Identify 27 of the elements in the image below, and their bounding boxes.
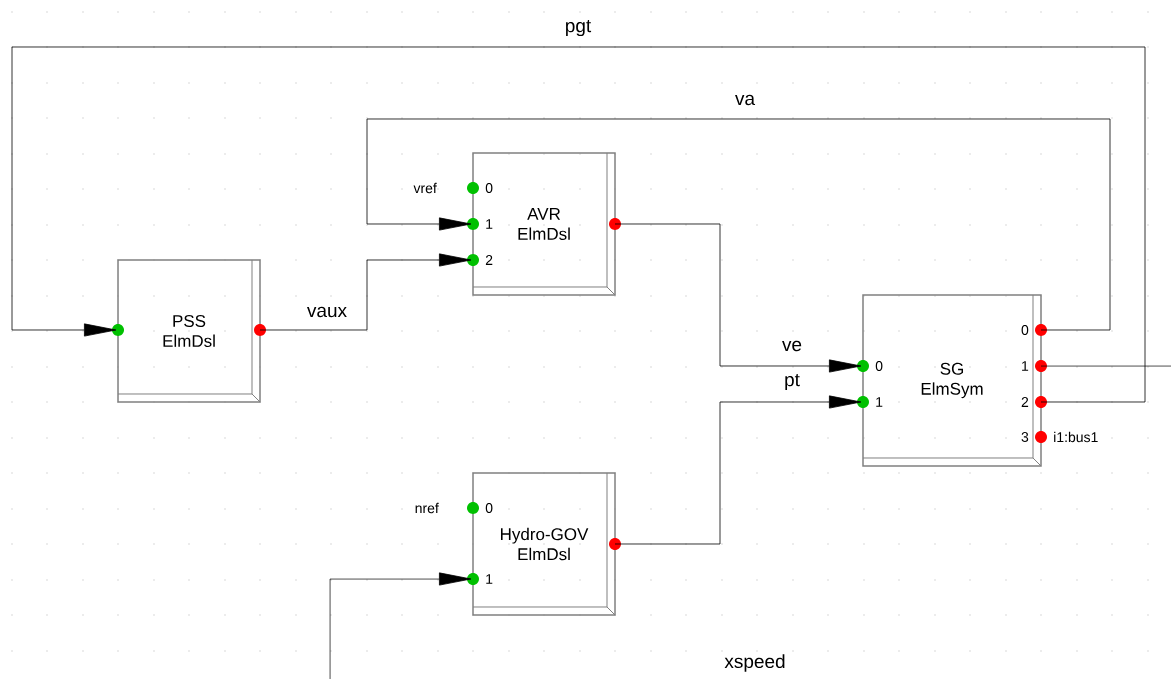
arrow — [614, 395, 862, 545]
port-label: 0 — [875, 361, 883, 371]
port-label: 0 — [485, 183, 493, 193]
edge-label: ve — [780, 339, 804, 353]
block-box: PSS ElmDsl — [112, 259, 266, 403]
edge-label: va — [733, 93, 757, 107]
port-label: 3 — [1021, 432, 1029, 442]
arrow — [614, 223, 862, 373]
port-label: 0 — [1021, 325, 1029, 335]
port-label: 0 — [485, 503, 493, 513]
arrow — [259, 253, 472, 331]
port-label: 1 — [1022, 361, 1029, 371]
port-label: 1 — [486, 219, 493, 229]
edge-label: pgt — [563, 18, 593, 38]
arrow — [329, 572, 472, 679]
port-label: vref — [413, 182, 437, 194]
arrow — [11, 46, 1146, 403]
port-label: 1 — [876, 397, 883, 407]
port-label: xspeed — [724, 654, 785, 672]
port-label: 2 — [485, 255, 493, 265]
port-label: 2 — [1021, 397, 1029, 407]
port-label: 1 — [486, 574, 493, 584]
arrow — [366, 118, 1111, 331]
port-label: nref — [415, 502, 439, 514]
edge-label: vaux — [305, 305, 349, 319]
edge-label: pt — [783, 372, 801, 392]
port-label: i1:bus1 — [1054, 431, 1098, 443]
